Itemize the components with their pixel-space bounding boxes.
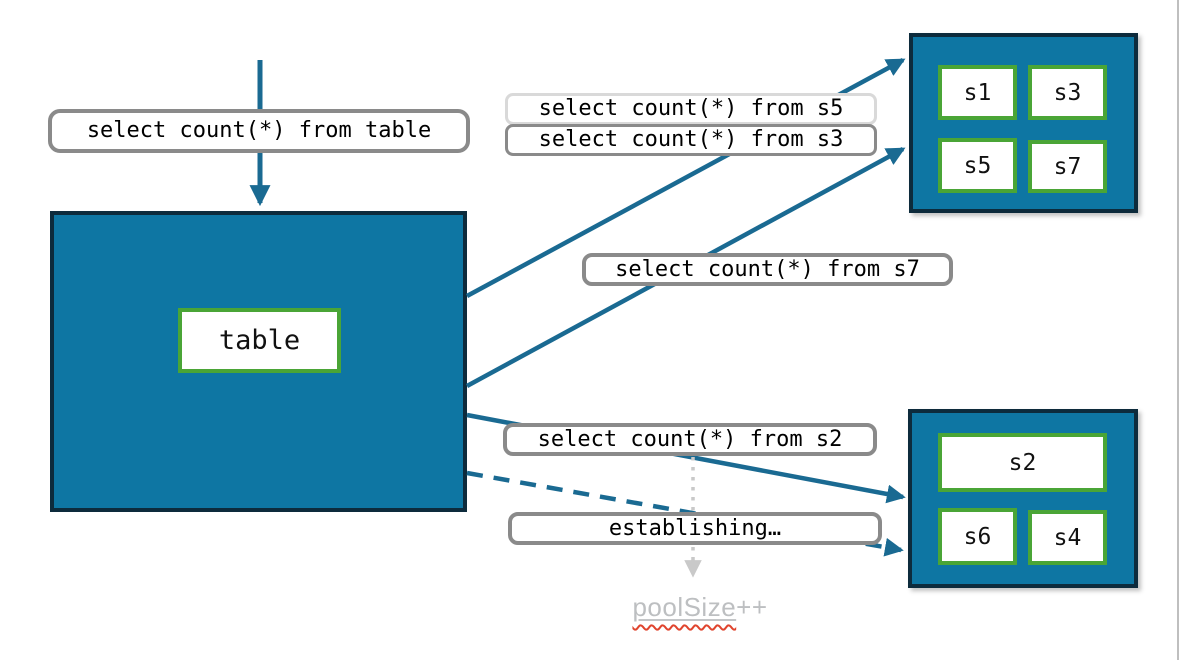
shard-label: s5	[963, 152, 992, 179]
shard-label: s4	[1053, 524, 1082, 551]
shard-cell-s7: s7	[1028, 140, 1107, 193]
label-establishing: establishing…	[508, 512, 882, 545]
table-label-box: table	[178, 308, 341, 373]
table-label: table	[218, 325, 301, 356]
shard-cell-s1: s1	[938, 65, 1017, 120]
shard-label: s3	[1053, 79, 1082, 106]
poolsize-note: poolSize++	[600, 592, 800, 623]
shard-label: s1	[963, 79, 992, 106]
shard-label: s7	[1053, 153, 1082, 180]
label-query-s7-text: select count(*) from s7	[615, 256, 920, 282]
label-query-s5-text: select count(*) from s5	[538, 96, 844, 121]
shard-label: s6	[963, 523, 992, 550]
label-query-s5: select count(*) from s5	[505, 93, 877, 125]
label-query-s2-text: select count(*) from s2	[537, 426, 843, 452]
label-establishing-text: establishing…	[608, 515, 782, 541]
label-query-s7: select count(*) from s7	[582, 253, 953, 286]
label-query-s3: select count(*) from s3	[505, 124, 877, 156]
slide-edge-line	[1177, 0, 1179, 660]
shard-label: s2	[1008, 449, 1037, 476]
label-query-table: select count(*) from table	[48, 109, 470, 153]
label-query-s2: select count(*) from s2	[503, 423, 877, 456]
shard-cell-s3: s3	[1028, 65, 1107, 120]
shard-pool-bottom-box: s2 s6 s4	[908, 409, 1138, 588]
shard-cell-s6: s6	[938, 508, 1017, 565]
label-query-table-text: select count(*) from table	[86, 118, 432, 143]
label-query-s3-text: select count(*) from s3	[538, 127, 844, 152]
table-node-box: table	[50, 211, 467, 512]
poolsize-suffix: ++	[736, 592, 768, 622]
shard-cell-s2: s2	[938, 433, 1107, 492]
shard-cell-s5: s5	[938, 138, 1017, 193]
shard-pool-top-box: s1 s3 s5 s7	[909, 33, 1138, 213]
poolsize-word-squiggle: poolSize	[632, 592, 736, 622]
shard-cell-s4: s4	[1028, 510, 1107, 565]
poolsize-word: poolSize	[632, 592, 737, 622]
